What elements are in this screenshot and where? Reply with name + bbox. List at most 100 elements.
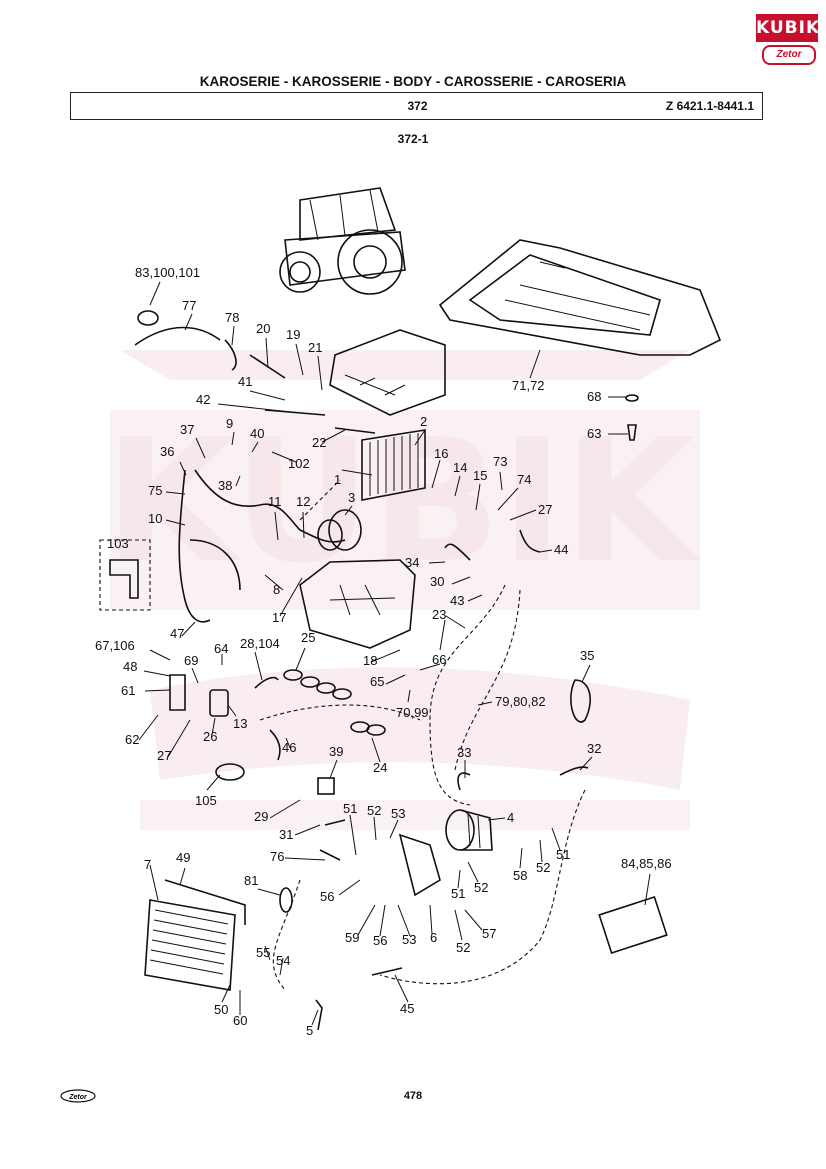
leader-lines (138, 281, 651, 1026)
callout-label: 58 (513, 868, 527, 883)
callout-label: 77 (182, 298, 196, 313)
cab-tray-part (438, 239, 722, 356)
callout-label: 102 (288, 456, 310, 471)
callout-label: 52 (474, 880, 488, 895)
callout-label: 23 (432, 607, 446, 622)
callout-label: 76 (270, 849, 284, 864)
callout-label: 14 (453, 460, 467, 475)
callout-label: 24 (373, 760, 387, 775)
callout-label: 51 (556, 847, 570, 862)
callout-label: 63 (587, 426, 601, 441)
footer-logo-text: Zetor (68, 1094, 88, 1101)
callout-label: 28,104 (240, 636, 280, 651)
figure-id: 372-1 (397, 132, 429, 146)
callout-label: 32 (587, 741, 601, 756)
callout-label: 52 (536, 860, 550, 875)
callout-label: 35 (580, 648, 594, 663)
heater-housing-part (299, 559, 416, 649)
zetor-logo-oval: Zetor (762, 45, 816, 65)
callout-label: 57 (482, 926, 496, 941)
callout-label: 19 (286, 327, 300, 342)
callout-label: 37 (180, 422, 194, 437)
callout-label: 27 (157, 748, 171, 763)
callout-label: 78 (225, 310, 239, 325)
callout-label: 53 (391, 806, 405, 821)
callout-label: 1 (334, 472, 341, 487)
callout-label: 38 (218, 478, 232, 493)
callout-label: 79,80,82 (495, 694, 546, 709)
heater-core-part (361, 429, 426, 501)
callout-label: 75 (148, 483, 162, 498)
callout-label: 61 (121, 683, 135, 698)
callout-label: 2 (420, 414, 427, 429)
callout-label: 55 (256, 945, 270, 960)
callout-label: 50 (214, 1002, 228, 1017)
callout-label: 36 (160, 444, 174, 459)
watermark-text: KUBIK (104, 403, 701, 601)
group-number: 372 (407, 99, 428, 113)
callout-label: 69 (184, 653, 198, 668)
callout-label: 65 (370, 674, 384, 689)
callout-label: 54 (276, 953, 290, 968)
callout-label: 30 (430, 574, 444, 589)
callout-label: 10 (148, 511, 162, 526)
callout-label: 20 (256, 321, 270, 336)
callout-label: 26 (203, 729, 217, 744)
callout-label: 105 (195, 793, 217, 808)
callout-label: 56 (373, 933, 387, 948)
callout-label: 27 (538, 502, 552, 517)
filter-box-part (329, 329, 446, 416)
callout-label: 8 (273, 582, 280, 597)
callout-label: 66 (432, 652, 446, 667)
callout-label: 74 (517, 472, 531, 487)
callout-label: 70,99 (396, 705, 429, 720)
callout-label: 4 (507, 810, 514, 825)
callout-label: 46 (282, 740, 296, 755)
callout-label: 45 (400, 1001, 414, 1016)
small-parts (109, 310, 668, 1031)
callout-label: 5 (306, 1023, 313, 1038)
screw-68-63 (625, 394, 639, 441)
callout-label: 83,100,101 (135, 265, 200, 280)
callout-label: 33 (457, 745, 471, 760)
blower-fan-part (317, 509, 362, 551)
callout-label: 34 (405, 555, 419, 570)
callout-label: 67,106 (95, 638, 135, 653)
callout-label: 48 (123, 659, 137, 674)
callout-label: 15 (473, 468, 487, 483)
callout-label: 51 (451, 886, 465, 901)
callout-label: 18 (363, 653, 377, 668)
refrigerant-lines (99, 479, 586, 991)
callout-label: 64 (214, 641, 228, 656)
callout-label: 103 (107, 536, 129, 551)
callout-label: 62 (125, 732, 139, 747)
page-title: KAROSERIE - KAROSSERIE - BODY - CAROSSER… (199, 74, 627, 89)
watermark: KUBIK (104, 350, 701, 830)
callout-labels: 83,100,101 77 78 20 19 21 41 42 22 2 16 … (95, 265, 672, 1038)
callout-label: 6 (430, 930, 437, 945)
callout-label: 21 (308, 340, 322, 355)
callout-label: 49 (176, 850, 190, 865)
callout-label: 73 (493, 454, 507, 469)
callout-label: 40 (250, 426, 264, 441)
callout-label: 59 (345, 930, 359, 945)
callout-label: 41 (238, 374, 252, 389)
kubik-zetor-logo: KUBIK Zetor (756, 14, 819, 66)
catalog-header-box: 372 Z 6421.1-8441.1 (70, 92, 763, 120)
callout-label: 31 (279, 827, 293, 842)
callout-label: 52 (456, 940, 470, 955)
compressor-part (445, 809, 493, 851)
callout-label: 22 (312, 435, 326, 450)
condenser-part (144, 879, 246, 991)
callout-label: 3 (348, 490, 355, 505)
callout-label: 12 (296, 494, 310, 509)
callout-label: 56 (320, 889, 334, 904)
callout-label: 68 (587, 389, 601, 404)
callout-label: 60 (233, 1013, 247, 1028)
model-range: Z 6421.1-8441.1 (665, 99, 754, 113)
callout-label: 17 (272, 610, 286, 625)
callout-label: 53 (402, 932, 416, 947)
callout-label: 43 (450, 593, 464, 608)
o-rings-part (283, 669, 386, 736)
